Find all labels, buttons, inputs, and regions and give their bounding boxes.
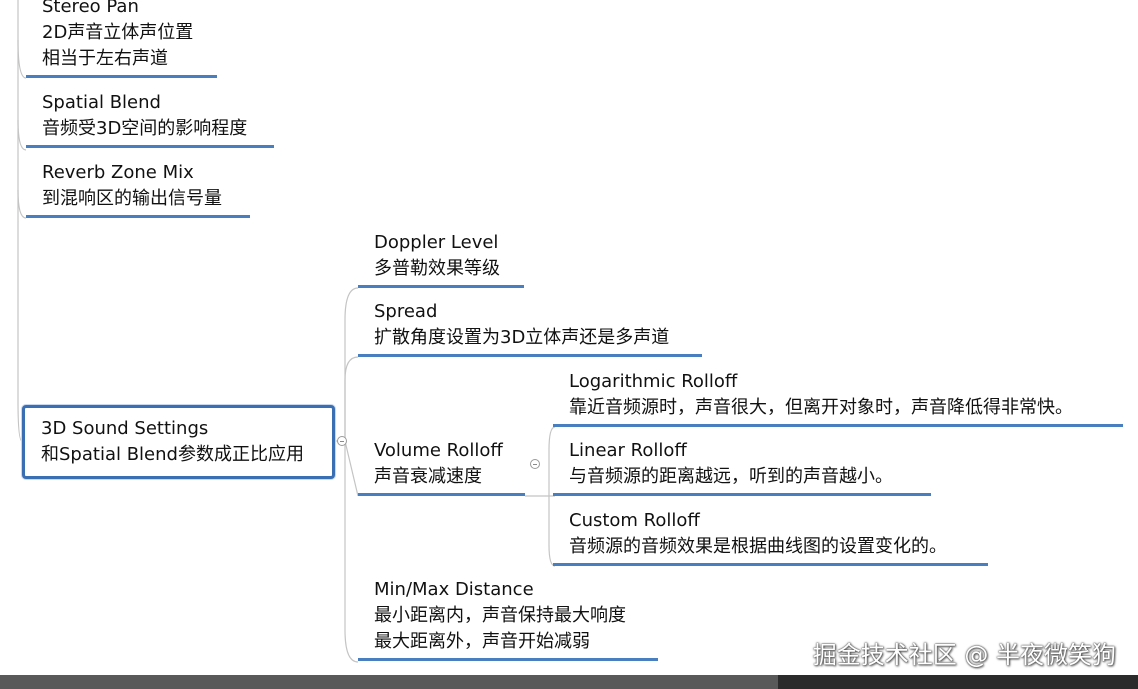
node-custom-rolloff-desc: 音频源的音频效果是根据曲线图的设置变化的。 [569,536,947,557]
bottom-bar-dark [778,675,1138,689]
node-linear-rolloff[interactable]: Linear Rolloff 与音频源的距离越远，听到的声音越小。 [553,438,931,496]
node-spread-desc: 扩散角度设置为3D立体声还是多声道 [374,327,670,348]
node-min-max-distance-title: Min/Max Distance [374,579,534,600]
collapse-toggle-icon[interactable] [530,459,540,469]
node-volume-rolloff-desc: 声音衰减速度 [374,466,482,487]
node-logarithmic-rolloff[interactable]: Logarithmic Rolloff 靠近音频源时，声音很大，但离开对象时，声… [553,369,1123,427]
node-custom-rolloff[interactable]: Custom Rolloff 音频源的音频效果是根据曲线图的设置变化的。 [553,508,988,566]
node-spread-title: Spread [374,301,438,322]
node-volume-rolloff-title: Volume Rolloff [374,440,503,461]
node-spatial-blend-title: Spatial Blend [42,92,161,113]
node-spatial-blend-desc: 音频受3D空间的影响程度 [42,118,248,139]
node-reverb-zone-mix-title: Reverb Zone Mix [42,162,194,183]
node-stereo-pan-desc-1: 2D声音立体声位置 [42,22,194,43]
node-spatial-blend[interactable]: Spatial Blend 音频受3D空间的影响程度 [26,90,274,148]
node-reverb-zone-mix[interactable]: Reverb Zone Mix 到混响区的输出信号量 [26,160,250,218]
node-linear-rolloff-title: Linear Rolloff [569,440,687,461]
node-stereo-pan-desc-2: 相当于左右声道 [42,48,168,69]
node-doppler-level[interactable]: Doppler Level 多普勒效果等级 [358,230,524,288]
node-stereo-pan[interactable]: Stereo Pan 2D声音立体声位置 相当于左右声道 [26,0,217,78]
collapse-toggle-icon[interactable] [337,436,347,446]
node-volume-rolloff[interactable]: Volume Rolloff 声音衰减速度 [358,438,525,496]
node-3d-sound-settings-desc: 和Spatial Blend参数成正比应用 [41,444,304,465]
watermark: 掘金技术社区 @ 半夜微笑狗 [812,641,1116,669]
node-min-max-distance[interactable]: Min/Max Distance 最小距离内，声音保持最大响度 最大距离外，声音… [358,577,658,661]
node-custom-rolloff-title: Custom Rolloff [569,510,700,531]
node-logarithmic-rolloff-desc: 靠近音频源时，声音很大，但离开对象时，声音降低得非常快。 [569,397,1073,418]
node-spread[interactable]: Spread 扩散角度设置为3D立体声还是多声道 [358,299,702,357]
node-3d-sound-settings-title: 3D Sound Settings [41,418,209,439]
node-min-max-distance-desc-2: 最大距离外，声音开始减弱 [374,631,590,652]
node-min-max-distance-desc-1: 最小距离内，声音保持最大响度 [374,605,626,626]
node-doppler-level-desc: 多普勒效果等级 [374,258,500,279]
node-linear-rolloff-desc: 与音频源的距离越远，听到的声音越小。 [569,466,893,487]
node-3d-sound-settings[interactable]: 3D Sound Settings 和Spatial Blend参数成正比应用 [22,405,335,479]
node-reverb-zone-mix-desc: 到混响区的输出信号量 [42,188,222,209]
node-stereo-pan-title: Stereo Pan [42,0,139,17]
node-logarithmic-rolloff-title: Logarithmic Rolloff [569,371,738,392]
node-doppler-level-title: Doppler Level [374,232,499,253]
